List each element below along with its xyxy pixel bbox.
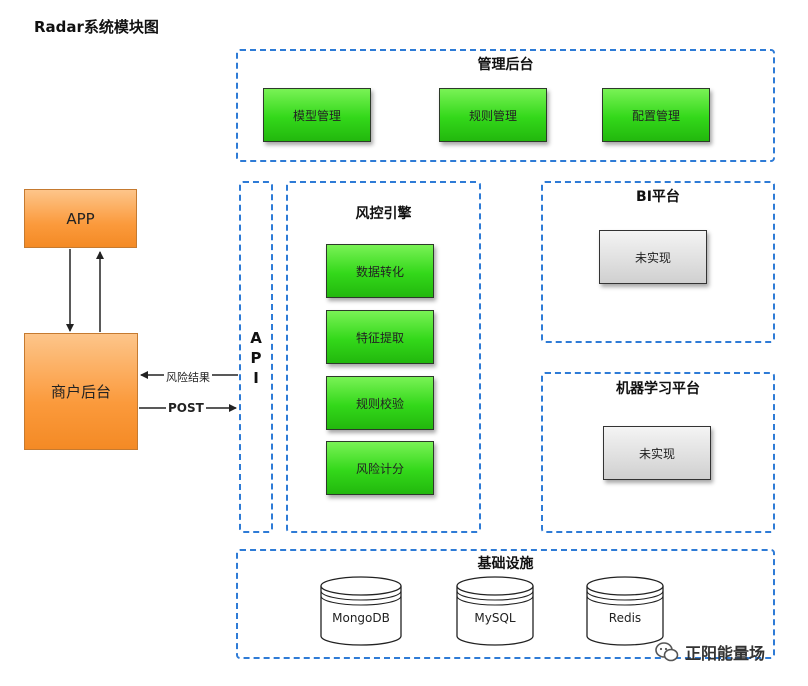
risk-result-label: 风险结果: [164, 369, 212, 385]
watermark: 正阳能量场: [655, 640, 765, 664]
risk-engine-group: 风控引擎: [286, 181, 481, 533]
db-mongodb-label: MongoDB: [332, 611, 390, 625]
engine-item-risk-score: 风险计分: [326, 441, 434, 495]
api-letter-p: P: [250, 349, 262, 367]
post-label: POST: [166, 401, 206, 415]
admin-item-model: 模型管理: [263, 88, 371, 142]
admin-title: 管理后台: [477, 57, 534, 73]
db-mongodb: MongoDB: [320, 576, 402, 646]
watermark-text: 正阳能量场: [685, 644, 766, 663]
db-mysql: MySQL: [456, 576, 534, 646]
admin-item-rule: 规则管理: [439, 88, 547, 142]
app-box: APP: [24, 189, 137, 248]
bi-status-box: 未实现: [599, 230, 707, 284]
api-letter-a: A: [250, 329, 262, 347]
merchant-backend-box: 商户后台: [24, 333, 138, 450]
ml-status-box: 未实现: [603, 426, 711, 480]
bi-platform-title: BI平台: [636, 189, 680, 205]
admin-item-config: 配置管理: [602, 88, 710, 142]
infrastructure-title: 基础设施: [477, 556, 534, 572]
db-redis: Redis: [586, 576, 664, 646]
engine-item-data-transform: 数据转化: [326, 244, 434, 298]
database-icon: [586, 576, 664, 646]
engine-item-rule-check: 规则校验: [326, 376, 434, 430]
db-mysql-label: MySQL: [474, 611, 516, 625]
infrastructure-group: 基础设施: [236, 549, 775, 659]
wechat-icon: [655, 642, 679, 662]
engine-item-feature-extract: 特征提取: [326, 310, 434, 364]
database-icon: [320, 576, 402, 646]
ml-platform-title: 机器学习平台: [616, 381, 700, 397]
api-letter-i: I: [253, 369, 259, 387]
api-label: A P I: [239, 328, 273, 388]
api-group: [239, 181, 273, 533]
admin-group: 管理后台: [236, 49, 775, 162]
diagram-title: Radar系统模块图: [34, 18, 159, 36]
risk-engine-title: 风控引擎: [355, 206, 412, 222]
ml-platform-group: 机器学习平台: [541, 372, 775, 533]
db-redis-label: Redis: [608, 611, 642, 625]
database-icon: [456, 576, 534, 646]
bi-platform-group: BI平台: [541, 181, 775, 343]
